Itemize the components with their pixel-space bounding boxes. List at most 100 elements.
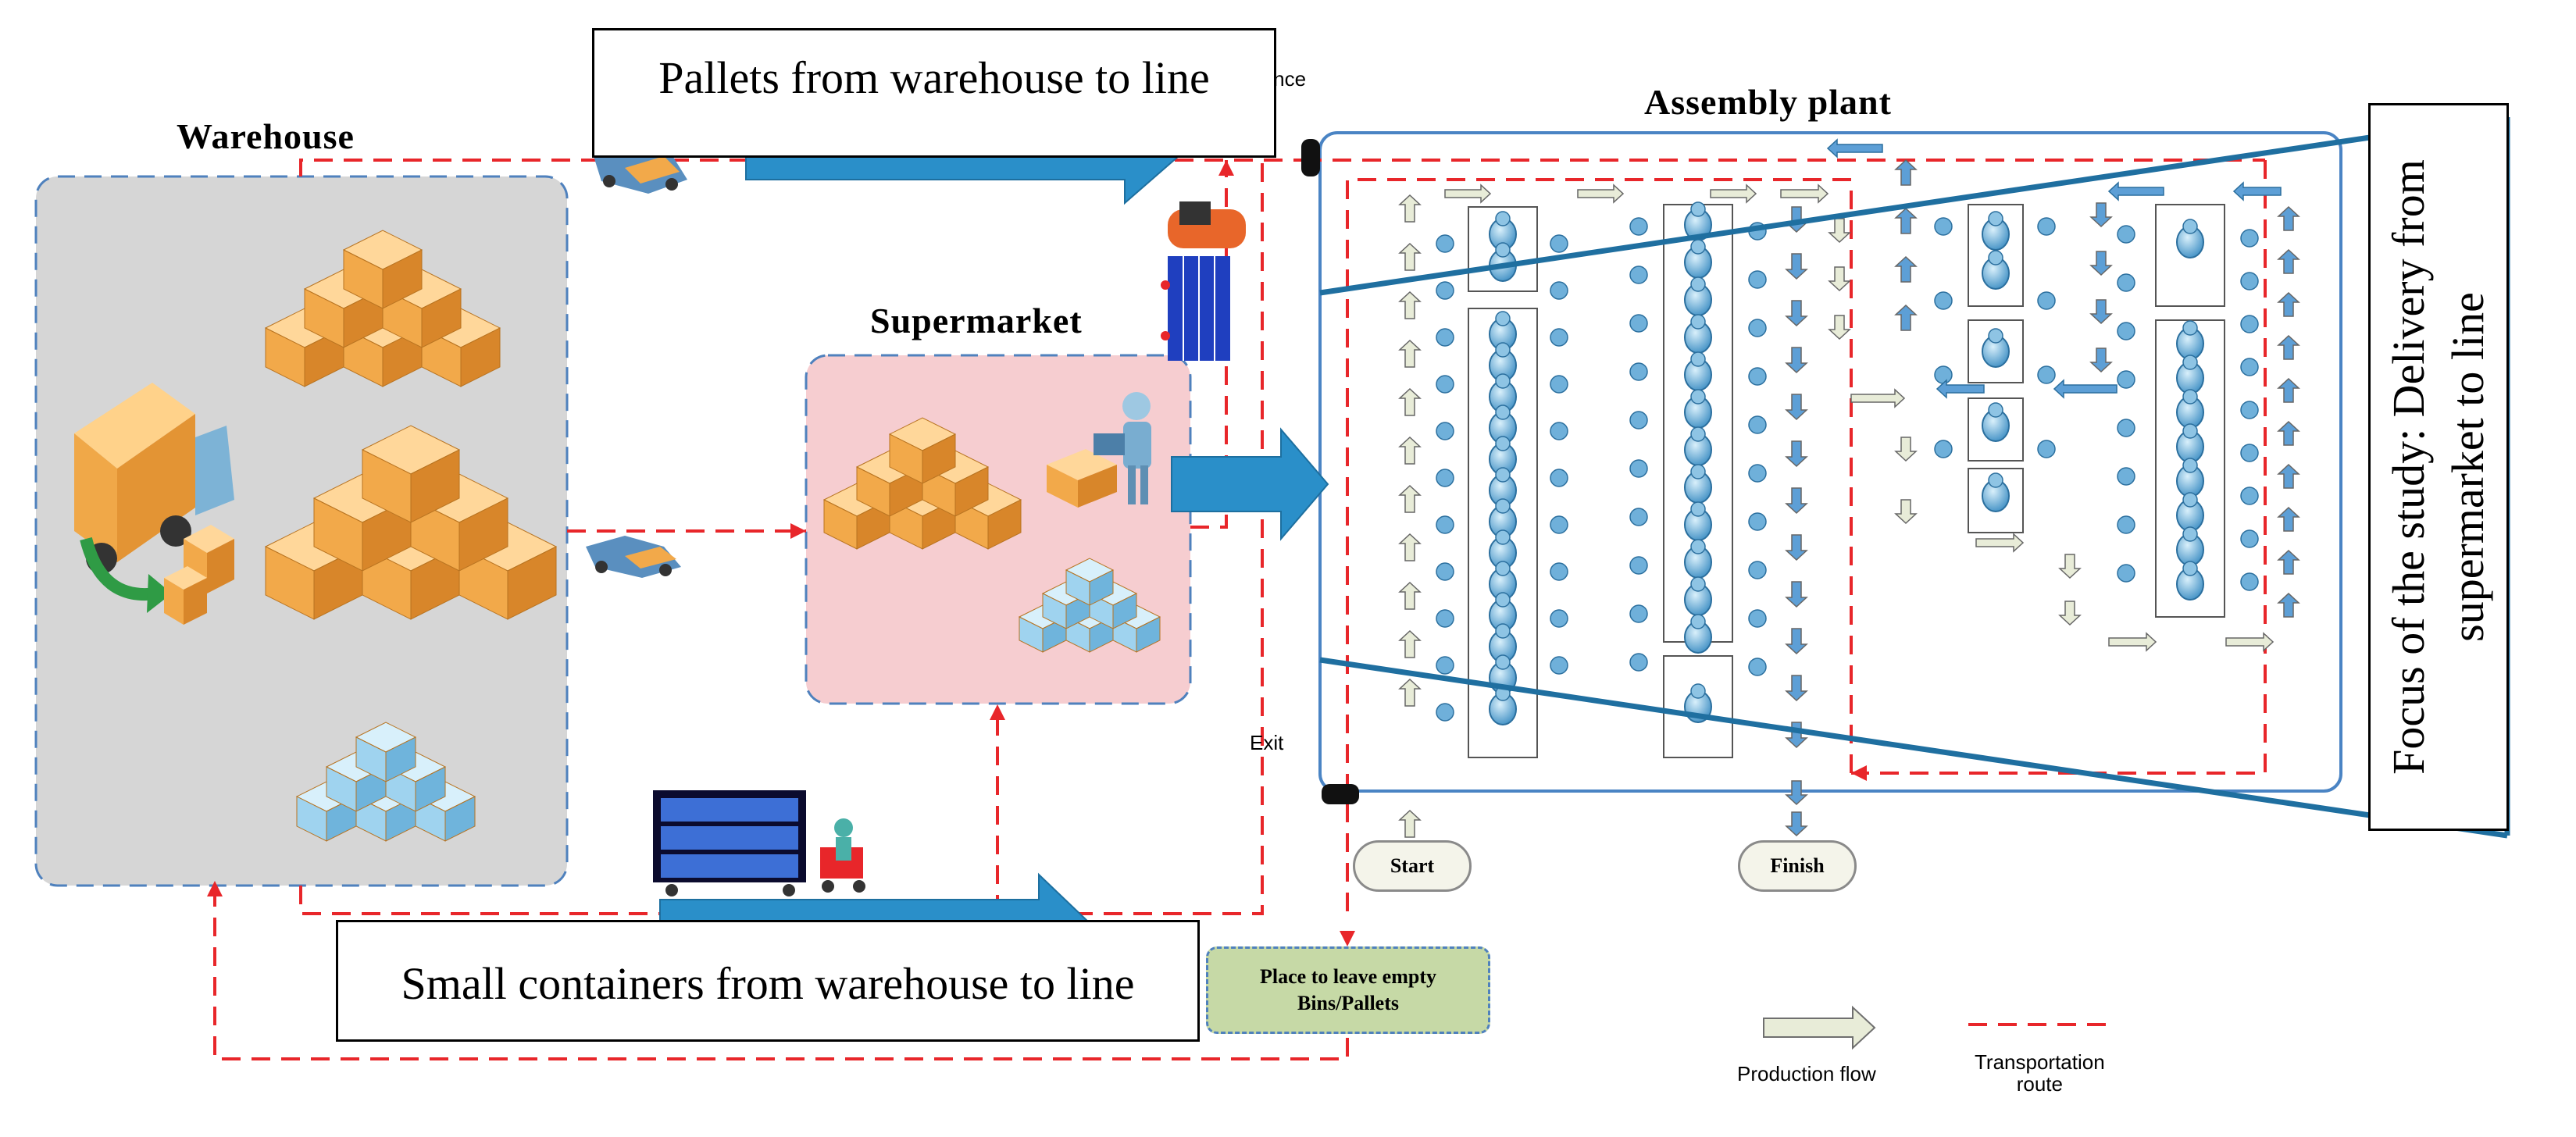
production-flow-arrow — [1894, 255, 1918, 283]
operator-icon — [1436, 515, 1454, 534]
production-flow-arrow — [1894, 499, 1918, 525]
pallets-banner: Pallets from warehouse to line — [592, 28, 1276, 158]
production-flow-arrow — [2089, 251, 2113, 276]
transportation-arrowheads — [207, 160, 1867, 946]
operator-icon — [1629, 653, 1648, 672]
focus-line-2: supermarket to line — [2442, 292, 2493, 642]
warehouse-title: Warehouse — [177, 116, 355, 156]
operator-icon — [1550, 422, 1568, 440]
start-node: Start — [1353, 840, 1472, 892]
transport-flow-arrow — [2107, 181, 2164, 201]
operator-icon — [1629, 508, 1648, 526]
assembly-plant-title: Assembly plant — [1644, 82, 1892, 122]
operator-icon — [2240, 529, 2259, 548]
operator-icon — [1436, 422, 1454, 440]
production-flow-arrow — [1398, 194, 1422, 223]
pallets-banner-text: Pallets from warehouse to line — [658, 52, 1210, 103]
production-flow-arrow — [1785, 300, 1808, 327]
operator-icon — [1748, 658, 1767, 676]
finish-label: Finish — [1770, 854, 1825, 877]
focus-of-study-text: Focus of the study: Delivery from superm… — [2379, 123, 2498, 811]
legend-transport-label-line2: route — [2016, 1072, 2063, 1096]
production-flow-arrow — [2277, 463, 2300, 489]
production-flow-arrow — [1828, 266, 1851, 292]
supermarket-title: Supermarket — [870, 301, 1083, 340]
production-flow-arrow — [1785, 675, 1808, 702]
production-flow-arrow — [1850, 388, 1906, 408]
production-flow-arrow — [1398, 242, 1422, 271]
operator-icon — [1748, 319, 1767, 337]
operator-icon — [1550, 375, 1568, 394]
empty-bins-label-line1: Place to leave empty — [1260, 965, 1436, 988]
operator-icon — [2240, 572, 2259, 591]
production-flow-arrow — [1577, 184, 1625, 204]
box-stack-icon — [295, 722, 476, 842]
operator-icon — [2117, 273, 2135, 292]
operator-icon — [1550, 562, 1568, 581]
operator-icon — [2240, 358, 2259, 376]
production-flow-arrow — [2058, 601, 2082, 626]
operator-icon — [1748, 561, 1767, 579]
legend-production-flow-label: Production flow — [1737, 1062, 1876, 1085]
operator-icon — [2037, 291, 2056, 310]
workstation-icon — [1663, 655, 1733, 758]
operator-icon — [1748, 464, 1767, 483]
operator-icon — [1436, 375, 1454, 394]
legend-production-flow-arrow — [1763, 1005, 1876, 1050]
operator-icon — [2037, 365, 2056, 384]
production-flow-arrow — [1894, 159, 1918, 186]
production-flow-arrow — [1444, 184, 1492, 204]
empty-bins-label-line2: Bins/Pallets — [1297, 992, 1399, 1014]
transport-flow-arrow — [1826, 138, 1883, 159]
production-flow-arrow — [2277, 248, 2300, 274]
operator-icon — [1436, 328, 1454, 347]
legend-transport-label-line1: Transportation — [1975, 1050, 2105, 1074]
production-flow-arrow — [1785, 581, 1808, 608]
production-flow-arrow — [1398, 436, 1422, 465]
box-stack-icon — [264, 230, 501, 387]
operator-icon — [1934, 291, 1953, 310]
operator-icon — [1550, 234, 1568, 253]
operator-icon — [1550, 656, 1568, 675]
operator-icon — [1550, 469, 1568, 487]
operator-icon — [1436, 703, 1454, 722]
production-flow-arrow — [2277, 506, 2300, 532]
operator-icon — [2117, 564, 2135, 583]
workstation-icon — [1468, 308, 1538, 758]
operator-icon — [1629, 556, 1648, 575]
operator-icon — [1748, 609, 1767, 628]
production-flow-arrow — [2277, 334, 2300, 360]
operator-icon — [2240, 272, 2259, 290]
operator-icon — [2117, 322, 2135, 340]
production-flow-arrow — [1894, 304, 1918, 331]
production-flow-arrow — [2277, 420, 2300, 446]
workstation-icon — [1968, 468, 2024, 533]
production-flow-arrow — [1785, 534, 1808, 561]
focus-of-study-box: Focus of the study: Delivery from superm… — [2368, 103, 2509, 831]
small-containers-banner-text: Small containers from warehouse to line — [401, 957, 1135, 1009]
production-flow-arrow — [1785, 811, 1808, 837]
production-flow-arrow — [1785, 394, 1808, 421]
production-flow-arrow — [1398, 533, 1422, 561]
focus-line-1: Focus of the study: Delivery from — [2383, 159, 2434, 775]
production-flow-arrow — [1894, 207, 1918, 234]
operator-icon — [1436, 656, 1454, 675]
production-flow-arrow — [1398, 290, 1422, 319]
operator-icon — [1550, 281, 1568, 300]
production-flow-arrow — [2058, 554, 2082, 579]
operator-icon — [2240, 315, 2259, 333]
operator-icon — [1934, 217, 1953, 236]
operator-icon — [1629, 604, 1648, 623]
production-flow-arrow — [2277, 205, 2300, 231]
production-flow-arrow — [1894, 437, 1918, 462]
production-flow-arrow — [2225, 632, 2275, 652]
production-flow-arrow — [1780, 184, 1829, 204]
production-flow-arrow — [1398, 629, 1422, 658]
operator-icon — [1436, 562, 1454, 581]
pallet-jack-icon — [586, 536, 681, 578]
operator-icon — [1550, 328, 1568, 347]
production-flow-arrow — [1828, 315, 1851, 340]
operator-icon — [1550, 515, 1568, 534]
